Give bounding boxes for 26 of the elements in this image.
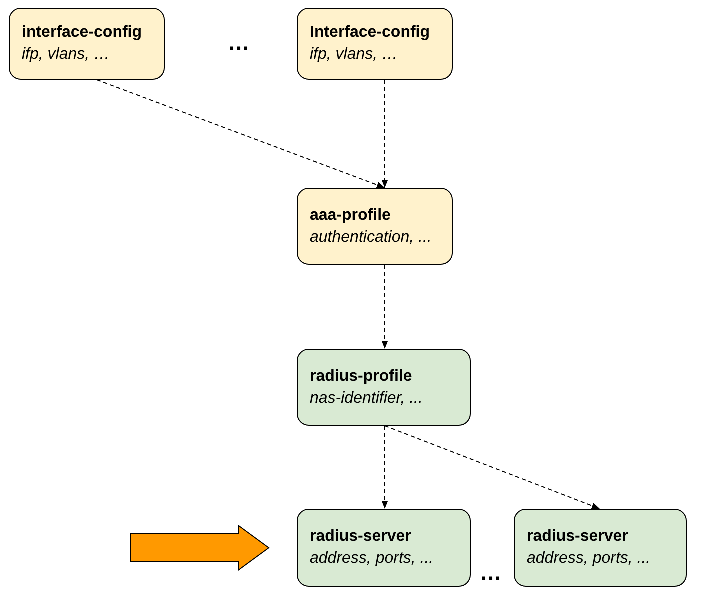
process-box <box>297 188 453 265</box>
ellipsis-text: … <box>480 560 502 586</box>
box-title: Interface-config <box>310 23 432 43</box>
block-arrow <box>130 525 270 571</box>
box-title: radius-server <box>310 527 412 547</box>
dashed-arrow <box>382 80 388 188</box>
box-subtitle: ifp, vlans, … <box>22 45 112 65</box>
box-title: radius-server <box>527 527 630 547</box>
box-subtitle: address, ports, ... <box>527 549 652 569</box>
box-subtitle: address, ports, ... <box>310 549 435 569</box>
process-box <box>514 509 687 587</box>
process-box <box>9 8 165 80</box>
dashed-arrow <box>96 80 386 188</box>
process-box <box>297 8 453 80</box>
box-subtitle: ifp, vlans, … <box>310 45 400 65</box>
dashed-arrow <box>382 426 388 510</box>
box-title: radius-profile <box>310 366 414 386</box>
dashed-arrow <box>382 264 388 350</box>
ellipsis-text: … <box>228 30 250 56</box>
process-box <box>297 509 471 587</box>
box-title: interface-config <box>22 23 144 43</box>
box-subtitle: authentication, ... <box>310 228 433 248</box>
process-box <box>297 349 471 426</box>
box-subtitle: nas-identifier, ... <box>310 388 424 408</box>
dashed-arrow <box>384 426 600 510</box>
box-title: aaa-profile <box>310 206 392 226</box>
